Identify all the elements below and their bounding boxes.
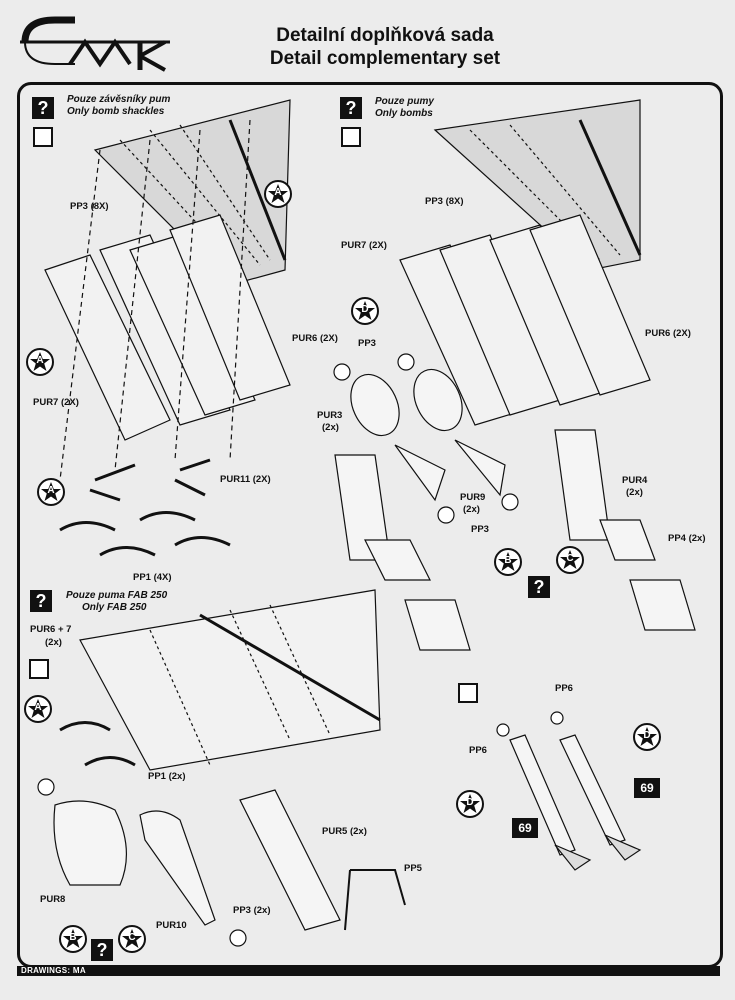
- rl-icon: [341, 127, 361, 147]
- label-pp3: PP3 (2x): [233, 905, 271, 916]
- header-title: Detailní doplňková sada Detail complemen…: [200, 24, 570, 70]
- marker-c: C: [556, 546, 584, 574]
- label-pur6-7-qty: (2x): [45, 637, 62, 648]
- note-shackles-cz: Pouze závěsníky pum: [67, 94, 171, 105]
- question-box-center: ?: [528, 576, 550, 598]
- decal-tag: 69: [634, 778, 660, 798]
- note-shackles-en: Only bomb shackles: [67, 106, 165, 117]
- question-box-bottom: ?: [91, 939, 113, 961]
- label-pur7: PUR7 (2X): [341, 240, 387, 251]
- label-pp4: PP4 (2x): [668, 533, 706, 544]
- label-pp6: PP6: [469, 745, 487, 756]
- note-shackles: Pouze závěsníky pum Only bomb shackles: [67, 94, 170, 118]
- marker-a: A: [264, 180, 292, 208]
- note-bombs: Pouze pumy Only bombs: [375, 96, 434, 120]
- label-pur4-qty: (2x): [626, 487, 643, 498]
- label-pur3: PUR3: [317, 410, 343, 421]
- question-box-bombs: ?: [340, 97, 362, 119]
- label-pur4: PUR4: [622, 475, 648, 486]
- marker-c: C: [118, 925, 146, 953]
- footer-bar: [17, 966, 720, 976]
- label-pur7: PUR7 (2X): [33, 397, 79, 408]
- label-pur9: PUR9: [460, 492, 486, 503]
- rl-icon: [29, 659, 49, 679]
- title-english: Detail complementary set: [269, 48, 501, 69]
- label-pur8: PUR8: [40, 894, 66, 905]
- label-pp5: PP5: [404, 863, 422, 874]
- label-pp3: PP3: [358, 338, 376, 349]
- label-pur3-qty: (2x): [322, 422, 339, 433]
- label-pur11: PUR11 (2X): [220, 474, 271, 485]
- label-pur9-qty: (2x): [463, 504, 480, 515]
- label-pur6: PUR6 (2X): [645, 328, 691, 339]
- marker-d: D: [456, 790, 484, 818]
- decal-tag: 69: [512, 818, 538, 838]
- note-bombs-en: Only bombs: [375, 108, 433, 119]
- label-pp3: PP3: [471, 524, 489, 535]
- label-pur6: PUR6 (2X): [292, 333, 338, 344]
- cmk-logo: [20, 16, 170, 72]
- label-pp3: PP3 (8X): [425, 196, 464, 207]
- note-fab250-en: Only FAB 250: [82, 602, 147, 613]
- label-pp1: PP1 (4X): [133, 572, 172, 583]
- label-pur6-7: PUR6 + 7: [30, 624, 72, 635]
- label-pur10: PUR10: [156, 920, 187, 931]
- marker-d: D: [351, 297, 379, 325]
- rl-icon: [458, 683, 478, 703]
- label-pur5: PUR5 (2x): [322, 826, 367, 837]
- rl-icon: [33, 127, 53, 147]
- marker-a: A: [24, 695, 52, 723]
- marker-b: B: [494, 548, 522, 576]
- label-pp3: PP3 (8X): [70, 201, 109, 212]
- title-czech: Detailní doplňková sada: [276, 25, 494, 46]
- note-fab250: Pouze puma FAB 250 Only FAB 250: [66, 590, 167, 614]
- question-box-fab250: ?: [30, 590, 52, 612]
- marker-b: B: [59, 925, 87, 953]
- label-pp6: PP6: [555, 683, 573, 694]
- drawing-credit: DRAWINGS: MA: [21, 966, 86, 975]
- label-pp1: PP1 (2x): [148, 771, 186, 782]
- question-box-shackles: ?: [32, 97, 54, 119]
- marker-a: A: [37, 478, 65, 506]
- marker-d: D: [633, 723, 661, 751]
- note-fab250-cz: Pouze puma FAB 250: [66, 590, 168, 601]
- marker-a: A: [26, 348, 54, 376]
- note-bombs-cz: Pouze pumy: [375, 96, 434, 107]
